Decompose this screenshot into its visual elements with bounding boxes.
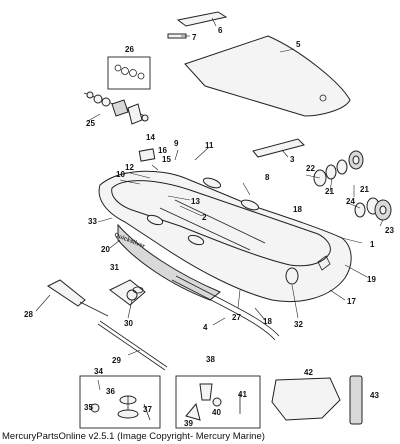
callout-43: 43 [370,391,379,400]
callouts: 1 2 3 4 5 6 7 8 9 10 11 12 13 14 15 16 1… [24,26,394,428]
callout-7: 7 [192,33,197,42]
callout-38: 38 [206,355,215,364]
callout-24: 24 [346,197,355,206]
callout-3: 3 [290,155,295,164]
part-6-strip [176,11,228,27]
part-21-22-valves [313,150,364,187]
callout-1: 1 [370,240,375,249]
hull [98,170,352,303]
callout-25: 25 [86,119,95,128]
part-23-24-drain [354,197,392,221]
callout-12: 12 [125,163,134,172]
part-34-pump-box [79,375,161,429]
callout-18b: 18 [263,317,272,326]
callout-8: 8 [265,173,270,182]
callout-36: 36 [106,387,115,396]
part-38-repair-box [175,375,261,429]
callout-41: 41 [238,390,247,399]
callout-37: 37 [143,405,152,414]
leader-lines [35,17,384,391]
callout-20: 20 [101,245,110,254]
callout-10: 10 [116,170,125,179]
callout-13: 13 [191,197,200,206]
callout-21a: 21 [360,185,369,194]
callout-16: 16 [158,146,167,155]
callout-18a: 18 [293,205,302,214]
callout-6: 6 [218,26,223,35]
callout-30: 30 [124,319,133,328]
callout-19: 19 [367,275,376,284]
callout-4: 4 [203,323,208,332]
part-43-tube [349,375,363,425]
callout-15: 15 [162,155,171,164]
callout-22: 22 [306,164,315,173]
part-42-plate [271,377,341,421]
callout-9: 9 [174,139,179,148]
part-28-oar [47,279,109,317]
callout-32: 32 [294,320,303,329]
part-30-31-oarlock [109,279,146,306]
callout-26: 26 [125,45,134,54]
part-5-floorboard [184,35,351,117]
callout-35: 35 [84,403,93,412]
callout-29: 29 [112,356,121,365]
callout-5: 5 [296,40,301,49]
copyright-footer: MercuryPartsOnline v2.5.1 (Image Copyrig… [2,431,265,442]
part-3-strip [252,138,305,158]
callout-40: 40 [212,408,221,417]
part-29-shaft [97,320,168,371]
part-25-oarlock-assembly [83,91,149,125]
callout-2: 2 [202,213,207,222]
callout-17: 17 [347,297,356,306]
part-4-rubstrake [171,275,280,341]
callout-11: 11 [205,141,214,150]
callout-27: 27 [232,313,241,322]
callout-23: 23 [385,226,394,235]
part-26-kit-box [107,56,151,90]
callout-21b: 21 [325,187,334,196]
part-14-patch [138,148,156,162]
callout-39: 39 [184,419,193,428]
callout-28: 28 [24,310,33,319]
callout-42: 42 [304,368,313,377]
callout-14: 14 [146,133,155,142]
callout-34: 34 [94,367,103,376]
callout-33: 33 [88,217,97,226]
callout-31: 31 [110,263,119,272]
